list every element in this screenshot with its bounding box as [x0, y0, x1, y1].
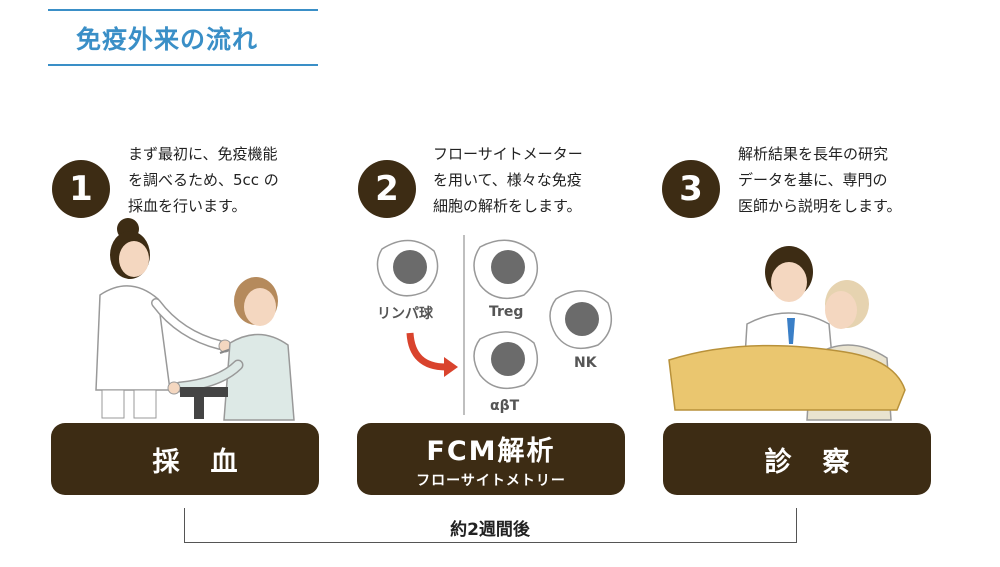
step-2-label: FCM解析 フローサイトメトリー: [357, 423, 625, 495]
period-bracket: [184, 508, 797, 543]
step-3-number: 3: [662, 160, 720, 218]
consultation-illustration: [668, 246, 906, 421]
period-text: 約2週間後: [450, 520, 530, 540]
step-1-description: まず最初に、免疫機能 を調べるため、5cc の 採血を行います。: [128, 145, 279, 215]
step-2-sublabel: フローサイトメトリー: [416, 472, 566, 489]
cell-label-lymphocyte: リンパ球: [377, 306, 433, 322]
step-2-number: 2: [358, 160, 416, 218]
cell-label-treg: Treg: [489, 304, 524, 320]
step-1-label: 採 血: [51, 423, 319, 495]
step-1-label-text: 採 血: [152, 446, 240, 478]
cell-label-nk: NK: [574, 355, 597, 371]
title-rule-bottom: [48, 64, 318, 66]
step-3-label-text: 診 察: [764, 446, 852, 478]
step-3-label: 診 察: [663, 423, 931, 495]
cells-illustration: [376, 235, 613, 415]
blood-draw-illustration: [95, 218, 295, 421]
title-rule-top: [48, 9, 318, 11]
step-1-number: 1: [52, 160, 110, 218]
step-3-description: 解析結果を長年の研究 データを基に、専門の 医師から説明をします。: [738, 145, 902, 215]
step-2-label-text: FCM解析: [426, 435, 556, 467]
page-title: 免疫外来の流れ: [76, 25, 259, 54]
cell-label-abt: αβT: [490, 398, 520, 414]
step-2-description: フローサイトメーター を用いて、様々な免疫 細胞の解析をします。: [433, 145, 583, 215]
